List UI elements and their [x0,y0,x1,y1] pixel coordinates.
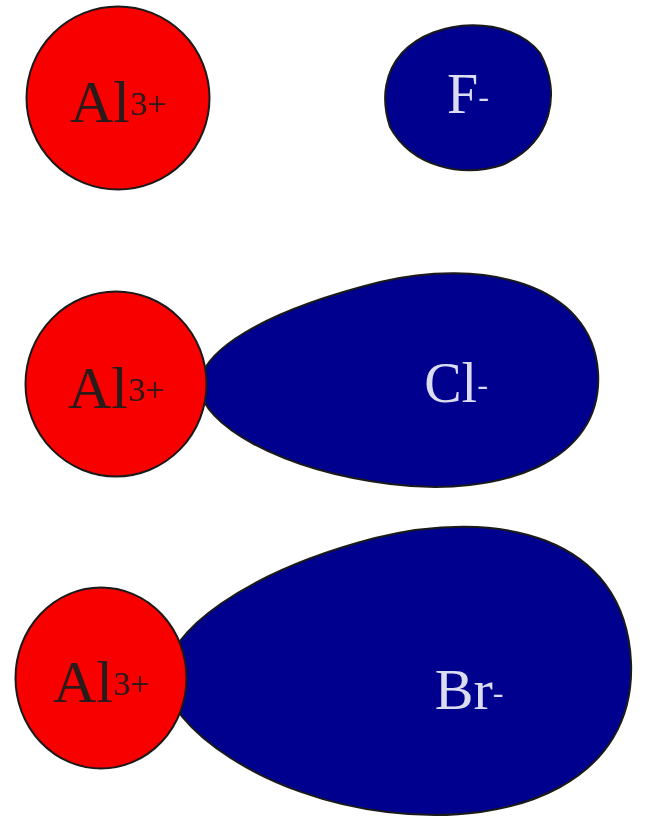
ion-charge: - [493,674,504,710]
ion-charge: 3+ [128,371,164,408]
ion-label: Cl- [424,355,488,411]
ion-label: Al3+ [53,652,149,712]
element-symbol: Br [435,657,493,722]
anion-blob: F- [380,15,556,173]
anion-teardrop-fill [165,527,631,815]
ion-charge: - [478,78,489,114]
ion-label: Al3+ [68,358,164,418]
element-symbol: Al [53,649,113,715]
cation-circle-fill [16,588,187,769]
ion-label: Al3+ [70,72,166,132]
element-symbol: Cl [424,352,477,414]
cation-circle: Al3+ [25,5,211,191]
cation-circle: Al3+ [24,290,208,478]
anion-teardrop-outline [200,262,600,494]
cation-circle-fill [27,7,210,190]
anion-teardrop: Br- [165,512,633,824]
ion-label: F- [447,66,489,122]
ion-label: Br- [435,661,504,719]
anion-teardrop-fill [200,273,598,487]
cation-circle: Al3+ [14,586,188,770]
ion-charge: - [477,366,488,402]
element-symbol: Al [68,355,128,421]
element-symbol: F [447,63,478,125]
anion-teardrop-outline [165,512,633,824]
ion-charge: 3+ [130,85,166,122]
element-symbol: Al [70,69,130,135]
cation-circle-fill [26,292,207,477]
ion-charge: 3+ [113,665,149,702]
anion-blob-fill [385,25,551,170]
anion-teardrop: Cl- [200,262,600,494]
